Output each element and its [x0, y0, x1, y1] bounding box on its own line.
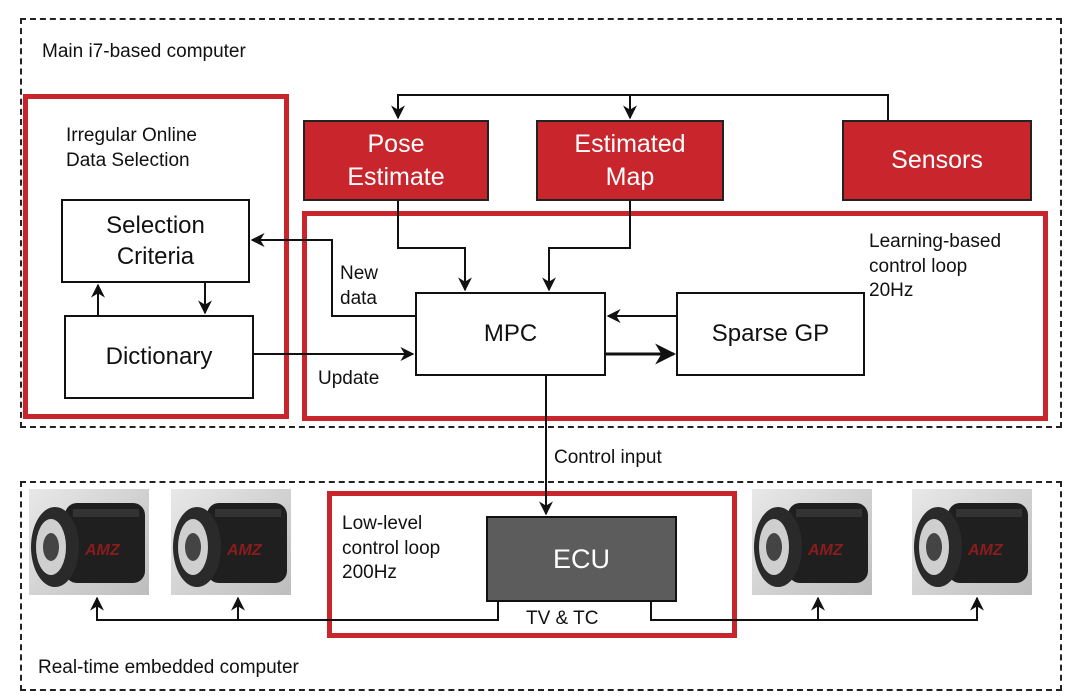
low-level-loop-title: Low-level control loop 200Hz — [342, 513, 441, 584]
motor-icon: AMZ — [754, 503, 868, 587]
data-selection-title: Irregular Online Data Selection — [66, 125, 197, 171]
main-computer-region — [20, 18, 1062, 428]
sensors-to-pose-arrow — [391, 94, 889, 120]
motor-image: AMZ — [912, 489, 1032, 595]
control-input-label: Control input — [554, 447, 662, 468]
motor-icon: AMZ — [31, 503, 145, 587]
motor-brand-text: AMZ — [807, 542, 844, 559]
motor-image: AMZ — [752, 489, 872, 595]
data-selection-frame — [23, 94, 289, 419]
sensors-box: Sensors — [842, 120, 1032, 201]
embedded-computer-region — [20, 481, 1062, 691]
embedded-computer-label: Real-time embedded computer — [38, 657, 299, 678]
learning-loop-title: Learning-based control loop 20Hz — [869, 231, 1002, 302]
ecu-box: ECU — [486, 516, 677, 602]
pose-estimate-box: Pose Estimate — [303, 120, 489, 201]
motor-brand-text: AMZ — [226, 542, 263, 559]
mpc-box: MPC — [415, 292, 606, 376]
selection-criteria-box: Selection Criteria — [61, 199, 250, 283]
new-data-arrow — [250, 233, 415, 317]
update-label: Update — [318, 368, 380, 389]
motor-brand-text: AMZ — [967, 542, 1004, 559]
ecu-to-right-motors-arrow — [650, 596, 984, 621]
ecu-to-left-motors-arrow — [90, 596, 499, 621]
motor-image: AMZ — [29, 489, 149, 595]
motor-icon: AMZ — [914, 503, 1028, 587]
estimated-map-box: Estimated Map — [536, 120, 724, 201]
dictionary-box: Dictionary — [64, 315, 254, 399]
new-data-label: New data — [340, 263, 379, 309]
main-computer-label: Main i7-based computer — [42, 41, 246, 62]
tv-tc-label: TV & TC — [526, 608, 599, 629]
learning-loop-frame — [302, 211, 1048, 421]
sparse-gp-box: Sparse GP — [676, 292, 865, 376]
motor-image: AMZ — [171, 489, 291, 595]
motor-brand-text: AMZ — [84, 542, 121, 559]
motor-icon: AMZ — [173, 503, 287, 587]
pose-to-mpc-arrow — [397, 201, 472, 292]
map-to-mpc-arrow — [542, 201, 631, 292]
low-level-loop-frame — [327, 491, 737, 638]
